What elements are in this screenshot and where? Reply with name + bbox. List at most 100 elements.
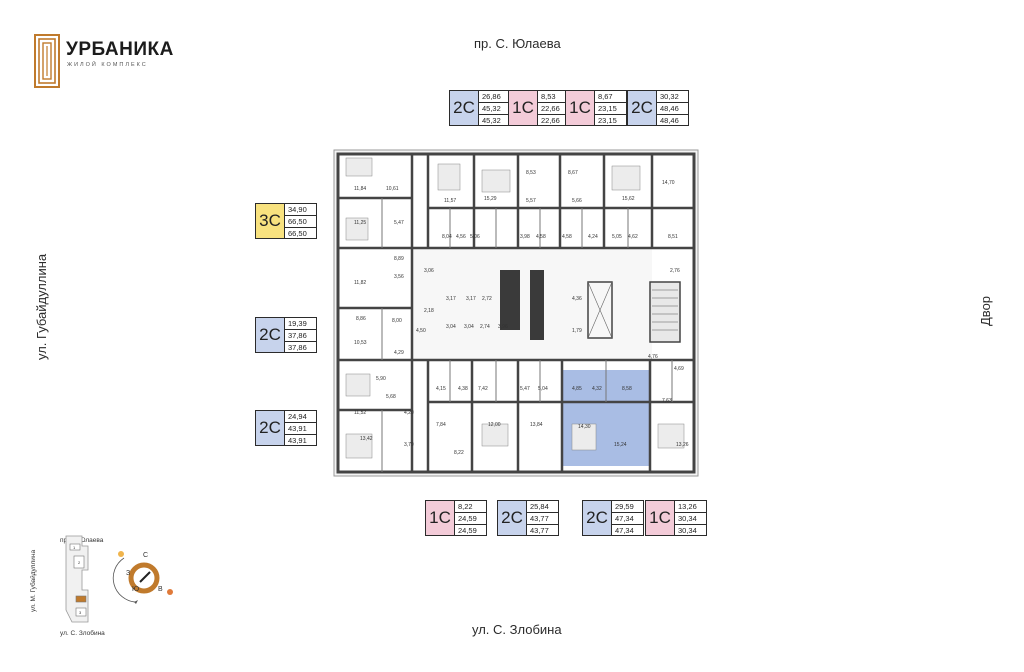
unit-area-total: 24,59 [455, 513, 486, 525]
unit-area-total: 23,15 [595, 103, 626, 115]
room-label: 4,56 [456, 234, 466, 240]
room-label: 11,52 [354, 410, 366, 416]
room-label: 5,47 [520, 386, 530, 392]
room-label: 15,29 [484, 196, 497, 202]
street-label-right: Двор [978, 295, 993, 326]
brand-title: УРБАНИКА [66, 39, 174, 60]
minimap-marker-1: 1 [73, 545, 76, 550]
room-label: 11,25 [354, 220, 366, 226]
room-label: 4,38 [458, 386, 468, 392]
unit-type: 1С [646, 501, 675, 535]
room-label: 11,82 [354, 280, 366, 286]
unit-area-total: 30,34 [675, 513, 706, 525]
room-label: 5,05 [612, 234, 622, 240]
minimap-marker-3: 3 [79, 610, 82, 615]
compass-icon [112, 551, 173, 604]
unit-area-total-2: 30,34 [678, 526, 697, 535]
room-label: 5,57 [526, 198, 536, 204]
room-label: 4,36 [572, 296, 582, 302]
room-label: 15,24 [614, 442, 627, 448]
room-label: 4,58 [536, 234, 546, 240]
room-label: 12,00 [488, 422, 501, 428]
unit-area-living: 13,26 [675, 501, 706, 513]
room-label: 8,22 [454, 450, 464, 456]
street-label-left: ул. Губайдуллина [34, 253, 49, 360]
room-label: 7,42 [478, 386, 488, 392]
brand-subtitle: ЖИЛОЙ КОМПЛЕКС [67, 62, 148, 68]
unit-area-total: 43,91 [285, 423, 316, 435]
room-label: 1,79 [572, 328, 582, 334]
compass-north: С [143, 552, 149, 559]
elevator-shaft-2 [530, 270, 544, 340]
room-label: 3,04 [464, 324, 474, 330]
minimap-marker-2: 2 [78, 560, 81, 565]
room-label: 2,76 [670, 268, 680, 274]
unit-area-total: 47,34 [612, 513, 643, 525]
room-label: 5,06 [470, 234, 480, 240]
sunset-icon [167, 589, 173, 595]
room-label: 4,62 [628, 234, 638, 240]
room-label: 3,79 [404, 442, 414, 448]
room-label: 13,84 [530, 422, 543, 428]
stairwell [649, 281, 681, 343]
unit-type: 2С [450, 91, 479, 125]
minimap-street-left: ул. М. Губайдуллина [30, 549, 37, 612]
minimap-current-building [75, 595, 87, 603]
unit-type: 2С [256, 318, 285, 352]
unit-type: 1С [566, 91, 595, 125]
room-label: 5,66 [572, 198, 582, 204]
room-label: 4,29 [394, 350, 404, 356]
room-label: 3,17 [446, 296, 456, 302]
unit-area-living: 8,53 [538, 91, 569, 103]
unit-area-total-2: 47,34 [615, 526, 634, 535]
unit-area-total-2: 43,91 [288, 436, 307, 445]
logo-mark-icon [34, 34, 60, 88]
unit-area-total-2: 23,15 [598, 116, 617, 125]
unit-area-living: 30,32 [657, 91, 688, 103]
unit-area-living: 24,94 [285, 411, 316, 423]
room-label: 7,84 [436, 422, 446, 428]
room-label: 10,53 [354, 340, 367, 346]
room-label: 2,74 [480, 324, 490, 330]
room-label: 4,85 [572, 386, 582, 392]
room-label: 8,89 [394, 256, 404, 262]
room-label: 11,84 [354, 186, 366, 192]
unit-area-living: 8,22 [455, 501, 486, 513]
room-label: 8,51 [668, 234, 678, 240]
minimap-street-bottom: ул. С. Злобина [60, 630, 105, 637]
room-label: 4,20 [404, 410, 414, 416]
unit-area-total-2: 37,86 [288, 343, 307, 352]
unit-area-total: 37,86 [285, 330, 316, 342]
unit-area-total-2: 24,59 [458, 526, 477, 535]
room-label: 8,67 [568, 170, 578, 176]
unit-area-total-2: 48,46 [660, 116, 679, 125]
unit-type: 2С [498, 501, 527, 535]
compass-west: З [126, 570, 131, 577]
unit-area-total: 43,77 [527, 513, 558, 525]
unit-area-living: 26,86 [479, 91, 510, 103]
room-label: 2,18 [424, 308, 434, 314]
unit-area-total: 22,66 [538, 103, 569, 115]
room-label: 5,90 [376, 376, 386, 382]
room-label: 5,68 [386, 394, 396, 400]
room-label: 4,32 [592, 386, 602, 392]
sun-icon [118, 551, 124, 557]
room-label: 3,06 [424, 268, 434, 274]
room-label: 15,62 [622, 196, 635, 202]
room-label: 5,04 [538, 386, 548, 392]
room-label: 13,26 [676, 442, 689, 448]
compass-south: Ю [132, 586, 140, 593]
unit-type: 3С [256, 204, 285, 238]
unit-type: 2С [256, 411, 285, 445]
